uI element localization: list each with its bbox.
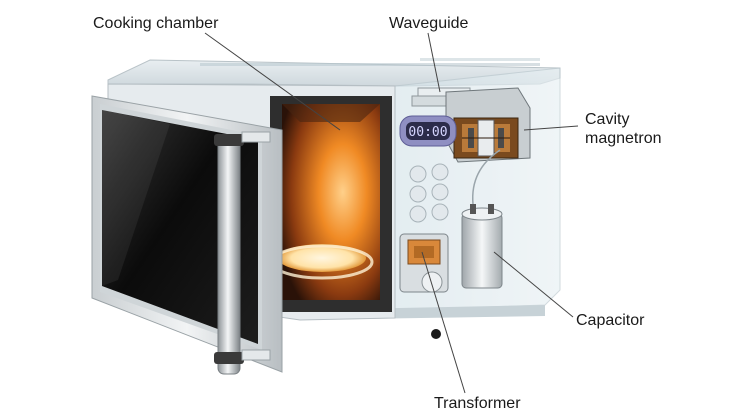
display-digits: 00:00 xyxy=(408,125,447,140)
control-panel-display: 00:00 xyxy=(399,115,457,147)
leader-transformer xyxy=(421,251,466,394)
label-cavity-magnetron-line2: magnetron xyxy=(585,130,662,147)
label-transformer: Transformer xyxy=(434,395,521,412)
label-cavity-magnetron-line1: Cavity xyxy=(585,111,630,128)
leader-capacitor xyxy=(493,251,574,318)
label-cooking-chamber: Cooking chamber xyxy=(93,15,219,32)
label-waveguide: Waveguide xyxy=(389,15,469,32)
leader-cavity-magnetron xyxy=(523,125,579,131)
door-handle xyxy=(214,131,271,375)
microwave-door xyxy=(91,95,283,375)
leader-waveguide xyxy=(427,32,441,93)
label-cavity-magnetron: Cavity magnetron xyxy=(585,110,662,148)
control-buttons xyxy=(409,163,449,223)
label-capacitor: Capacitor xyxy=(576,312,645,329)
turntable-plate xyxy=(278,244,366,272)
leader-lines xyxy=(204,32,579,394)
capacitor xyxy=(461,149,503,289)
leader-cooking-chamber xyxy=(204,32,341,131)
transformer xyxy=(399,233,449,339)
cavity-magnetron xyxy=(445,87,531,163)
